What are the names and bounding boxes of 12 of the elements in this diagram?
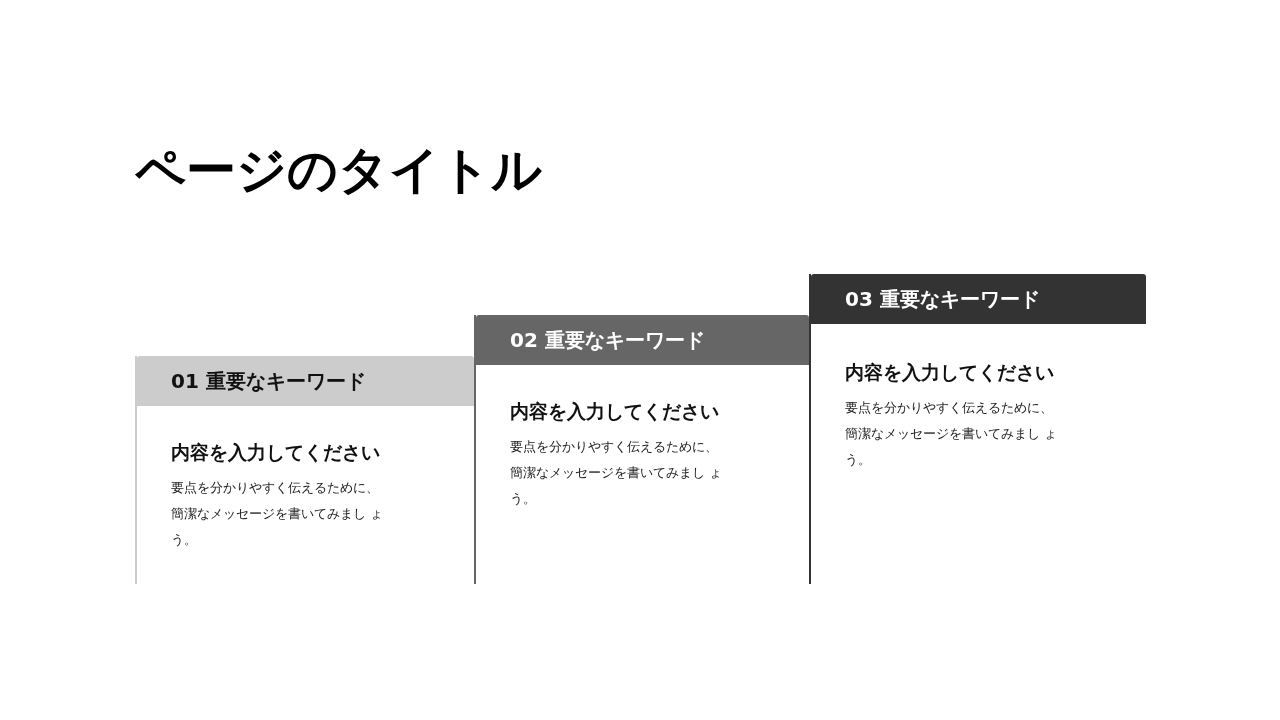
card-heading: 内容を入力してください: [510, 399, 719, 424]
step-card: [135, 356, 474, 584]
step-header: 03 重要なキーワード: [811, 274, 1146, 324]
card-heading: 内容を入力してください: [171, 440, 380, 465]
card-text: 要点を分かりやすく伝えるために、簡潔なメッセージを書いてみまし ょう。: [845, 398, 1059, 469]
step-header: 02 重要なキーワード: [476, 315, 809, 365]
page-title: ページのタイトル: [135, 140, 542, 200]
step-header: 01 重要なキーワード: [137, 356, 474, 406]
card-heading: 内容を入力してください: [845, 360, 1054, 385]
step-card: [474, 315, 809, 584]
card-text: 要点を分かりやすく伝えるために、簡潔なメッセージを書いてみまし ょう。: [510, 437, 724, 508]
card-text: 要点を分かりやすく伝えるために、簡潔なメッセージを書いてみまし ょう。: [171, 478, 385, 549]
